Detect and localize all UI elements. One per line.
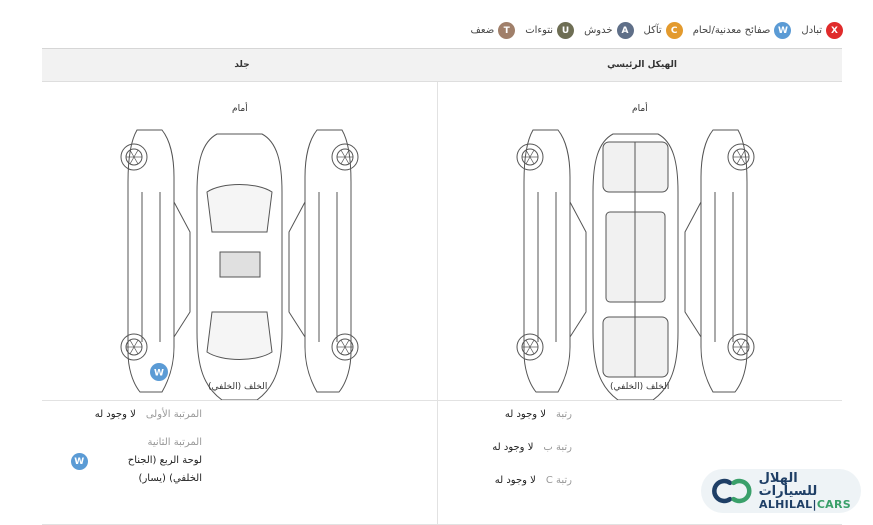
logo-mark-icon — [712, 478, 752, 504]
alhilal-cars-logo: الهلال للسيارات ALHILAL|CARS — [701, 469, 861, 513]
legend-badge: W — [774, 22, 792, 39]
legend-label: نتوءات — [525, 25, 554, 36]
skin-rank-1-value: لا وجود له — [94, 409, 136, 420]
front-label: أمام — [232, 104, 248, 114]
legend-label: تآكل — [643, 25, 662, 36]
frame-rank-value: لا وجود له — [492, 442, 534, 453]
skin-rank-2-item-line1: لوحة الربع (الجناح — [127, 455, 202, 466]
panel-header: جلد الهيكل الرئيسي — [42, 49, 842, 82]
weld-marker — [150, 363, 168, 381]
frame-diagram: أمام الخلف (الخلفي) — [438, 82, 842, 400]
skin-rank-2-label: المرتبة الثانية — [147, 437, 202, 448]
tab-skin: جلد — [234, 60, 250, 70]
frame-rank-row: رتبة لا وجود له — [492, 409, 572, 420]
frame-rank-label: رتبة ب — [543, 442, 572, 453]
legend-badge: U — [557, 22, 575, 39]
inspection-panel: جلد الهيكل الرئيسي أمام W الخلف (الخلفي)… — [42, 48, 842, 525]
frame-rank-label: رتبة — [556, 409, 572, 420]
car-frame-drawing — [516, 129, 755, 400]
legend-badge: A — [616, 22, 634, 39]
frame-info: رتبة لا وجود له رتبة ب لا وجود له رتبة C لا و… — [492, 409, 572, 508]
weld-marker-letter: W — [154, 369, 164, 379]
logo-english-a: ALHILAL — [759, 497, 813, 511]
legend-label: ضعف — [470, 25, 495, 36]
skin-diagram: أمام W الخلف (الخلفي) — [42, 82, 437, 400]
legend-label: خدوش — [584, 25, 613, 36]
tab-main-frame: الهيكل الرئيسي — [607, 60, 677, 70]
legend-item: X تبادل — [801, 22, 843, 39]
legend-label: صفائح معدنية/لحام — [692, 25, 771, 36]
rear-label: الخلف (الخلفي) — [208, 382, 268, 392]
skin-rank-1: المرتبة الأولى لا وجود له — [71, 409, 202, 420]
skin-info: المرتبة الأولى لا وجود له المرتبة الثاني… — [70, 409, 202, 488]
skin-rank-1-label: المرتبة الأولى — [145, 409, 202, 420]
rear-label-frame: الخلف (الخلفي) — [610, 382, 670, 392]
legend-label: تبادل — [801, 25, 822, 36]
logo-english: ALHILAL|CARS — [759, 497, 851, 511]
frame-rank-row: رتبة ب لا وجود له — [492, 442, 572, 453]
skin-rank-2-item-line2: الخلفي) (يسار) — [138, 473, 202, 484]
frame-rank-row: رتبة C لا وجود له — [492, 475, 572, 486]
frame-rank-value: لا وجود له — [494, 475, 536, 486]
front-label-frame: أمام — [632, 104, 648, 114]
skin-rank-2-badge: W — [70, 453, 88, 470]
legend-badge: X — [826, 22, 843, 39]
car-exterior-drawing: W — [120, 129, 359, 400]
legend-badge: C — [665, 22, 683, 39]
legend-badge: T — [498, 22, 516, 39]
row-divider — [42, 400, 842, 401]
frame-rank-label: رتبة C — [545, 475, 572, 486]
column-divider — [437, 82, 438, 525]
frame-rank-value: لا وجود له — [504, 409, 546, 420]
logo-english-b: CARS — [816, 497, 851, 511]
logo-arabic: الهلال للسيارات — [758, 470, 818, 500]
